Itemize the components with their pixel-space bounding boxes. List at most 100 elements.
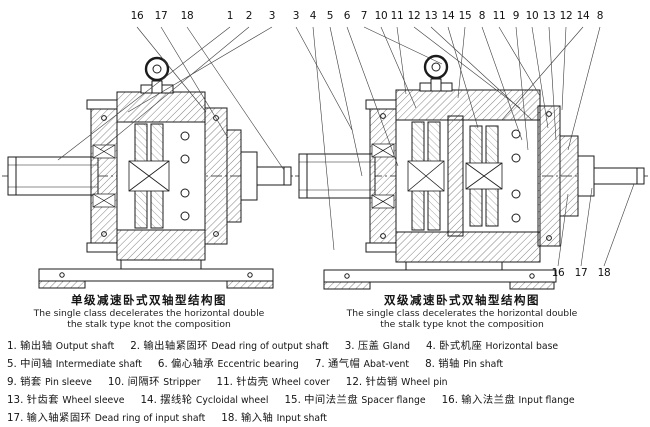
part-name-en: Wheel pin xyxy=(401,377,448,388)
part-name-zh: 针齿销 xyxy=(365,376,398,388)
part-number: 4. xyxy=(425,340,436,352)
parts-row: 9. 销套 Pin sleeve 10. 间隔环 Stripper 11. 针齿… xyxy=(7,373,647,388)
callout-label: 11 xyxy=(390,10,404,22)
callout-label: 16 xyxy=(130,10,144,22)
part-number: 12. xyxy=(345,376,363,388)
part-name-en: Input shaft xyxy=(276,413,327,424)
part-number: 1. xyxy=(7,340,17,352)
callout-label: 13 xyxy=(542,10,556,22)
left-figure-title-en-1: The single class decelerates the horizon… xyxy=(33,308,265,319)
input-flange xyxy=(537,105,595,247)
callout-label: 10 xyxy=(525,10,539,22)
part-number: 5. xyxy=(7,358,17,370)
part-item: 11. 针齿壳 Wheel cover xyxy=(217,373,330,388)
right-figure-title: 双级减速卧式双轴型结构图 The single class decelerate… xyxy=(312,292,612,330)
callout-label: 10 xyxy=(374,10,388,22)
part-number: 6. xyxy=(157,358,168,370)
part-item: 15. 中间法兰盘 Spacer flange xyxy=(284,391,425,406)
part-number: 2. xyxy=(130,340,141,352)
part-name-en: Horizontal base xyxy=(485,341,559,352)
part-number: 18. xyxy=(221,412,238,424)
part-name-en: Abat-vent xyxy=(363,359,410,370)
part-name-en: Pin shaft xyxy=(463,359,504,370)
part-item: 1. 输出轴 Output shaft xyxy=(7,337,114,352)
part-item: 9. 销套 Pin sleeve xyxy=(7,373,92,388)
part-item: 13. 针齿套 Wheel sleeve xyxy=(7,391,125,406)
part-name-en: Dead ring of input shaft xyxy=(94,413,206,424)
left-figure-title-en-2: the stalk type knot the composition xyxy=(67,319,231,331)
part-name-en: Stripper xyxy=(163,377,201,388)
callout-label: 1 xyxy=(226,10,234,22)
callout-label: 14 xyxy=(576,10,590,22)
part-name-zh: 中间轴 xyxy=(20,358,53,370)
output-shaft xyxy=(7,156,99,196)
parts-list: 1. 输出轴 Output shaft 2. 输出轴紧固环 Dead ring … xyxy=(7,337,647,427)
part-name-zh: 卧式机座 xyxy=(439,340,483,352)
callout-label: 3 xyxy=(292,10,300,22)
lifting-eye xyxy=(419,54,453,92)
part-item: 10. 间隔环 Stripper xyxy=(108,373,201,388)
callout-label: 8 xyxy=(596,10,604,22)
part-name-en: Input flange xyxy=(518,395,575,406)
part-item: 18. 输入轴 Input shaft xyxy=(221,409,327,424)
right-figure-title-en-1: The single class decelerates the horizon… xyxy=(346,308,578,319)
leader-lines xyxy=(57,26,635,267)
part-item: 7. 通气帽 Abat-vent xyxy=(315,355,409,370)
callout-label: 12 xyxy=(559,10,573,22)
part-name-en: Intermediate shaft xyxy=(55,359,142,370)
callout-label: 7 xyxy=(360,10,368,22)
part-item: 16. 输入法兰盘 Input flange xyxy=(442,391,575,406)
part-name-zh: 输入轴 xyxy=(240,412,274,424)
part-name-en: Dead ring of output shaft xyxy=(211,341,329,352)
part-name-en: Cycloidal wheel xyxy=(195,395,269,406)
right-figure-title-zh: 双级减速卧式双轴型结构图 xyxy=(384,293,540,307)
horizontal-base xyxy=(323,261,557,290)
callout-label: 17 xyxy=(154,10,168,22)
part-item: 4. 卧式机座 Horizontal base xyxy=(426,337,558,352)
left-figure-title: 单级减速卧式双轴型结构图 The single class decelerate… xyxy=(8,292,290,330)
single-stage-section xyxy=(2,56,293,289)
parts-row: 13. 针齿套 Wheel sleeve 14. 摆线轮 Cycloidal w… xyxy=(7,391,647,406)
part-name-en: Gland xyxy=(382,341,410,352)
part-name-en: Wheel sleeve xyxy=(62,395,125,406)
double-stage-section xyxy=(295,54,648,290)
part-item: 14. 摆线轮 Cycloidal wheel xyxy=(141,391,269,406)
part-name-en: Wheel cover xyxy=(271,377,330,388)
callout-label: 13 xyxy=(424,10,438,22)
part-name-zh: 偏心轴承 xyxy=(171,358,215,370)
output-shaft xyxy=(298,153,376,199)
callout-label: 14 xyxy=(441,10,455,22)
part-name-zh: 通气帽 xyxy=(327,358,361,370)
part-name-zh: 销轴 xyxy=(438,358,460,370)
part-name-zh: 输入轴紧固环 xyxy=(26,412,92,424)
parts-row: 17. 输入轴紧固环 Dead ring of input shaft 18. … xyxy=(7,409,647,424)
eccentric-bearings xyxy=(407,160,503,192)
part-number: 8. xyxy=(425,358,435,370)
part-number: 11. xyxy=(216,376,233,388)
part-name-en: Spacer flange xyxy=(361,395,426,406)
callout-label: 5 xyxy=(326,10,334,22)
part-number: 10. xyxy=(107,376,125,388)
parts-row: 5. 中间轴 Intermediate shaft 6. 偏心轴承 Eccent… xyxy=(7,355,647,370)
part-number: 14. xyxy=(140,394,157,406)
callout-label: 3 xyxy=(268,10,276,22)
part-name-en: Output shaft xyxy=(55,341,115,352)
part-item: 3. 压盖 Gland xyxy=(345,337,410,352)
spacer-flange xyxy=(447,115,464,237)
part-name-zh: 压盖 xyxy=(357,340,380,352)
part-name-zh: 输入法兰盘 xyxy=(461,394,516,406)
parts-row: 1. 输出轴 Output shaft 2. 输出轴紧固环 Dead ring … xyxy=(7,337,647,352)
part-name-en: Eccentric bearing xyxy=(217,359,299,370)
part-name-zh: 针齿套 xyxy=(26,394,60,406)
left-end-cover xyxy=(365,99,397,253)
right-figure-title-en-2: the stalk type knot the composition xyxy=(380,319,544,331)
callout-label: 16 xyxy=(551,267,565,279)
part-name-zh: 输出轴 xyxy=(20,340,53,352)
input-flange xyxy=(204,107,242,245)
left-figure-title-zh: 单级减速卧式双轴型结构图 xyxy=(71,293,227,307)
callout-label: 18 xyxy=(180,10,194,22)
part-item: 6. 偏心轴承 Eccentric bearing xyxy=(158,355,299,370)
callout-label: 6 xyxy=(343,10,351,22)
callout-label: 4 xyxy=(309,10,317,22)
